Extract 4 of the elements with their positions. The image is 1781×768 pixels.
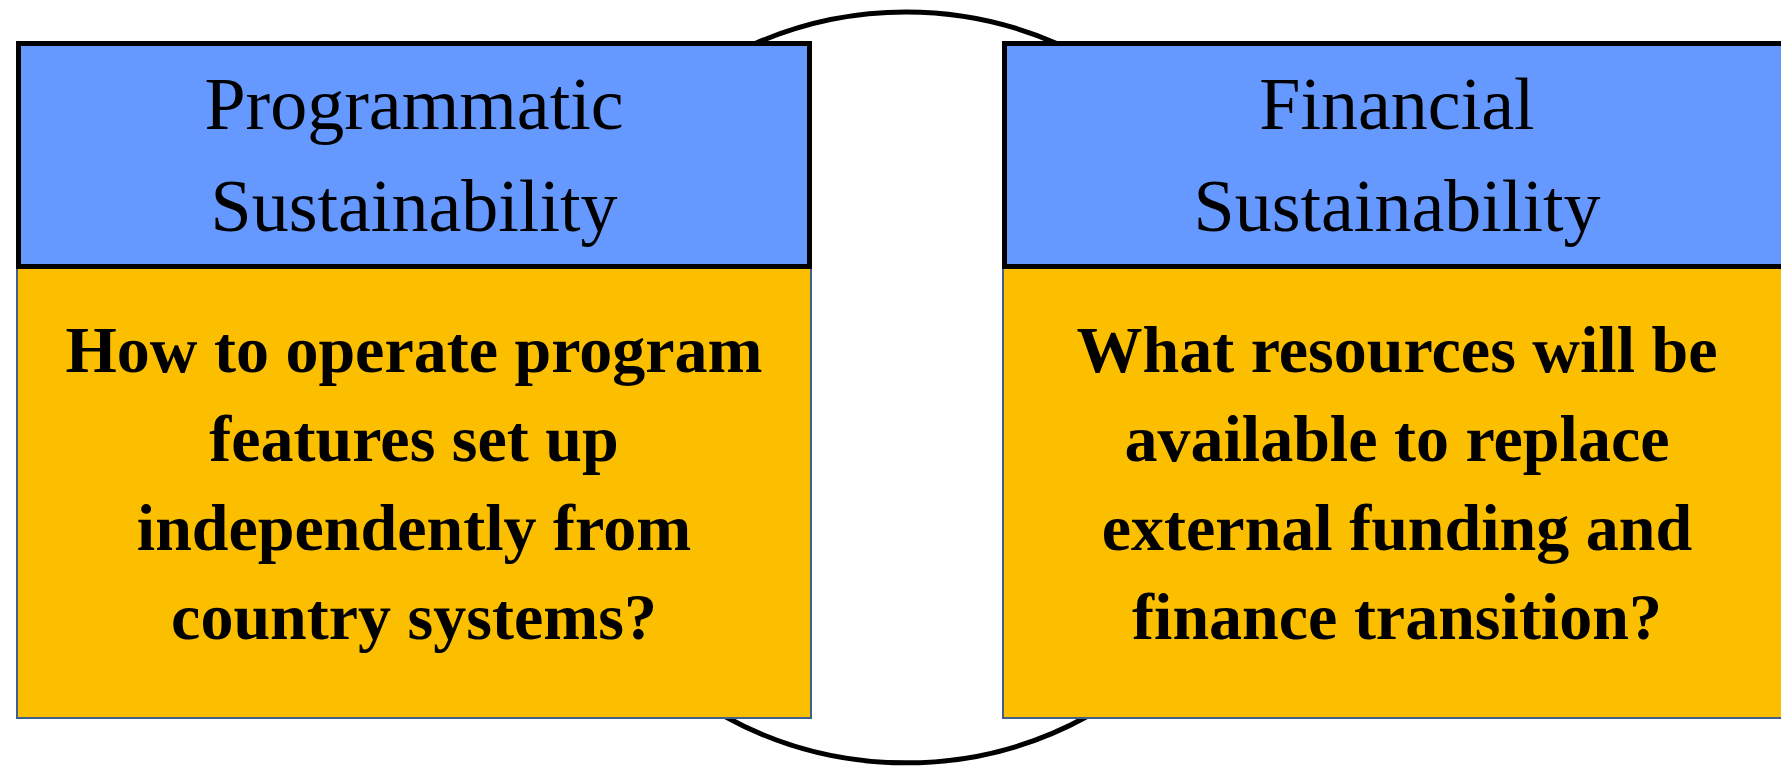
header-band: Programmatic Sustainability	[16, 41, 812, 269]
header-band: Financial Sustainability	[1002, 41, 1781, 269]
question-panel: What resources will be available to replace external funding and finance transition?	[1002, 269, 1781, 719]
question-panel: How to operate program features set up independently from country systems?	[16, 269, 812, 719]
